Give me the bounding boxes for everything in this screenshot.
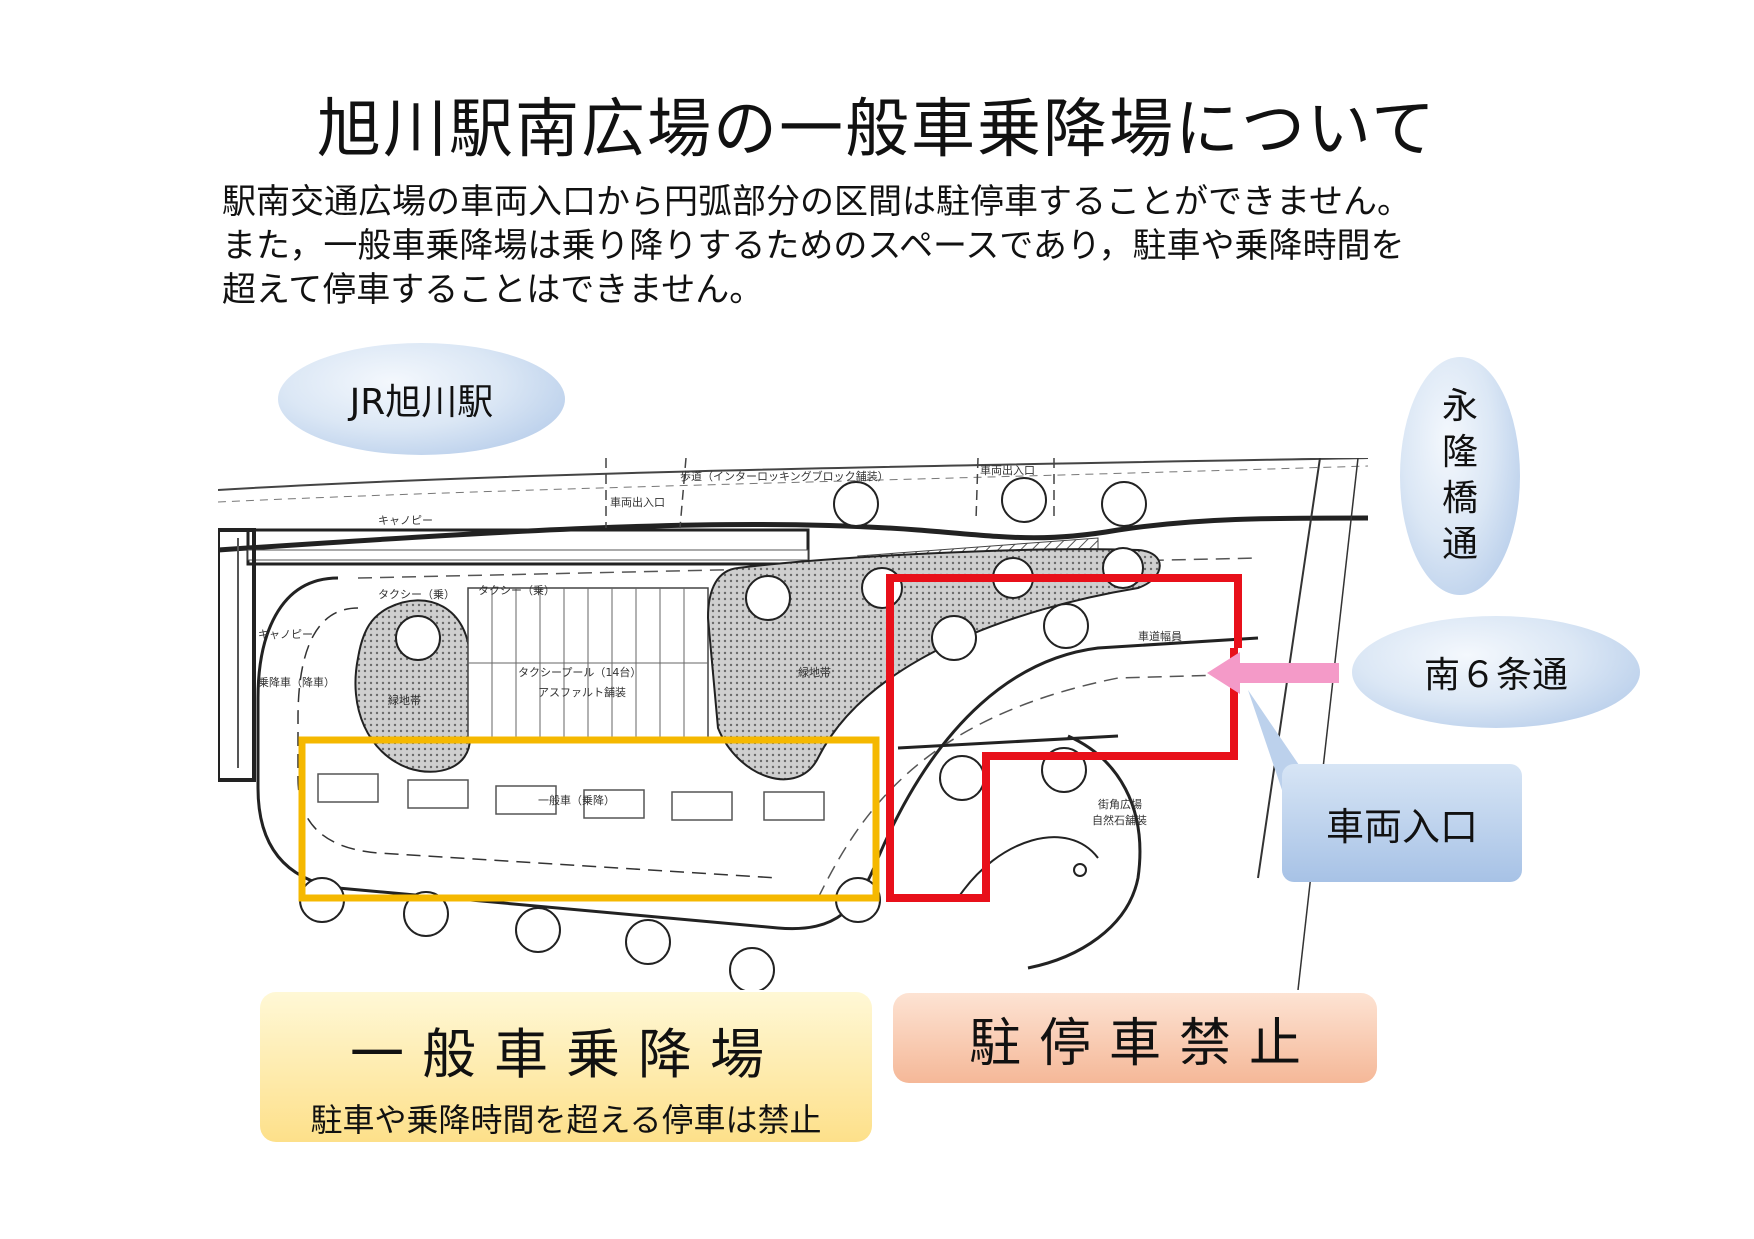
plan-label: 車両出入口	[980, 463, 1035, 477]
minami6jo-street-label: 南６条通	[1352, 616, 1640, 728]
site-plan: 歩道（インターロッキングブロック舗装） 車両出入口 車両出入口 キャノピー キャ…	[218, 458, 1369, 990]
plan-label: 歩道（インターロッキングブロック舗装）	[680, 469, 889, 483]
no-parking-route	[886, 574, 1242, 902]
no-parking-title: 駐停車禁止	[968, 1013, 1319, 1074]
walkway-line	[218, 465, 1369, 503]
plan-label: 車両出入口	[610, 495, 665, 509]
plan-label: 自然石舗装	[1092, 813, 1147, 827]
general-pickup-label: 一般車乗降場 駐車や乗降時間を超える停車は禁止	[260, 992, 872, 1142]
plan-label: 一般車（乗降）	[538, 793, 615, 807]
general-pickup-note: 駐車や乗降時間を超える停車は禁止	[310, 1101, 822, 1139]
road-edge	[218, 515, 1369, 553]
vehicle-entrance-label: 車両入口	[1282, 764, 1522, 882]
street-char: 隆	[1441, 432, 1478, 473]
description: 駅南交通広場の車両入口から円弧部分の区間は駐停車することができません。 また，一…	[222, 180, 1622, 312]
plan-label: 緑地帯	[388, 693, 421, 707]
street-char: 永	[1441, 386, 1478, 427]
page-title: 旭川駅南広場の一般車乗降場について	[316, 93, 1438, 167]
street-char: 通	[1441, 524, 1478, 565]
street-char: 橋	[1441, 478, 1478, 519]
description-line: 駅南交通広場の車両入口から円弧部分の区間は駐停車することができません。	[222, 182, 1411, 222]
canopy	[246, 528, 810, 566]
plan-label: アスファルト舗装	[538, 685, 626, 699]
description-line: 超えて停車することはできません。	[222, 270, 764, 310]
walkway-line	[218, 458, 1369, 491]
nagai-bridge-street-label: 永 隆 橋 通	[1400, 357, 1520, 595]
plan-label: タクシープール（14台）	[518, 665, 641, 679]
general-pickup-title: 一般車乗降場	[350, 1023, 782, 1086]
jr-station-label: JR旭川駅	[278, 343, 565, 455]
plan-label: タクシー（乗）	[478, 584, 555, 597]
plan-label: 乗降車（降車）	[258, 675, 335, 689]
plan-label: 街角広場	[1098, 797, 1142, 811]
plan-label: キャノピー	[378, 514, 433, 527]
general-pickup-zone	[298, 736, 880, 902]
traffic-plaza-outline	[256, 576, 1259, 931]
plan-label: 緑地帯	[798, 665, 831, 679]
plan-label: 車道幅員	[1138, 629, 1182, 643]
corner-plaza	[1027, 734, 1142, 970]
plan-label: キャノピー	[258, 628, 313, 641]
description-line: また，一般車乗降場は乗り降りするためのスペースであり，駐車や乗降時間を	[222, 226, 1405, 266]
plan-label: タクシー（乗）	[378, 588, 455, 601]
station-building-edge	[218, 528, 256, 782]
green-island-left	[354, 599, 471, 773]
no-parking-label: 駐停車禁止	[893, 993, 1377, 1083]
